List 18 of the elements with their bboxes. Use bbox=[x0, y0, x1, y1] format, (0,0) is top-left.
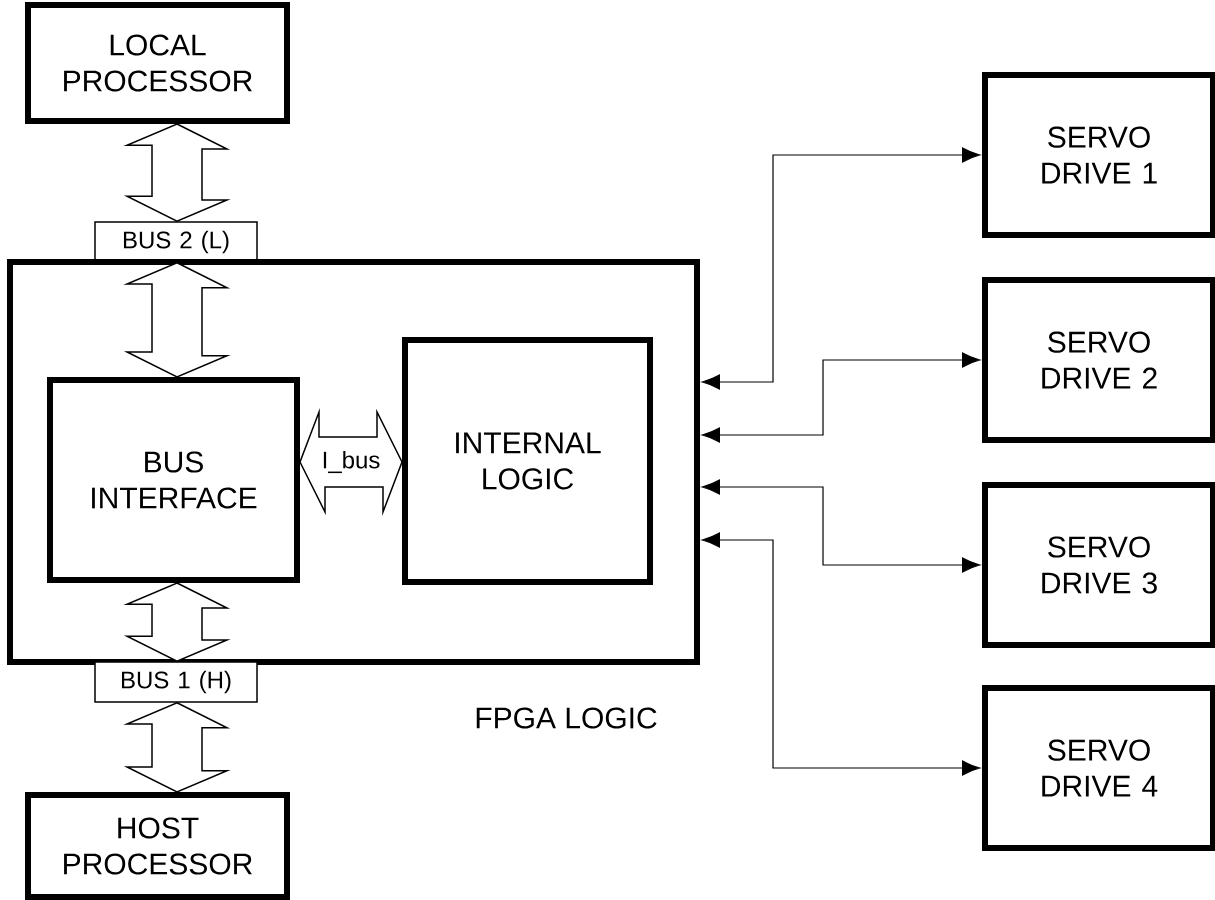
arrow bbox=[701, 479, 981, 573]
arrow bbox=[701, 532, 981, 776]
edge-label: I_bus bbox=[323, 450, 380, 474]
bus-label-box: BUS 2 (L) bbox=[94, 221, 258, 263]
arrow bbox=[701, 352, 981, 443]
node-label: FPGA LOGIC bbox=[476, 707, 657, 729]
bus-arrow bbox=[123, 123, 231, 223]
servo-drive-box: SERVO DRIVE 4 bbox=[982, 685, 1215, 851]
arrow bbox=[701, 147, 981, 390]
bus-arrow bbox=[123, 582, 231, 663]
processor-box: LOCAL PROCESSOR bbox=[25, 2, 290, 124]
processor-box: HOST PROCESSOR bbox=[25, 792, 290, 900]
servo-drive-box: SERVO DRIVE 1 bbox=[982, 72, 1215, 238]
process-box: BUS INTERFACE bbox=[47, 377, 300, 583]
servo-drive-box: SERVO DRIVE 2 bbox=[982, 277, 1215, 443]
bus-label-box: BUS 1 (H) bbox=[94, 661, 258, 703]
servo-drive-box: SERVO DRIVE 3 bbox=[982, 482, 1215, 648]
process-box: INTERNAL LOGIC bbox=[402, 337, 653, 585]
